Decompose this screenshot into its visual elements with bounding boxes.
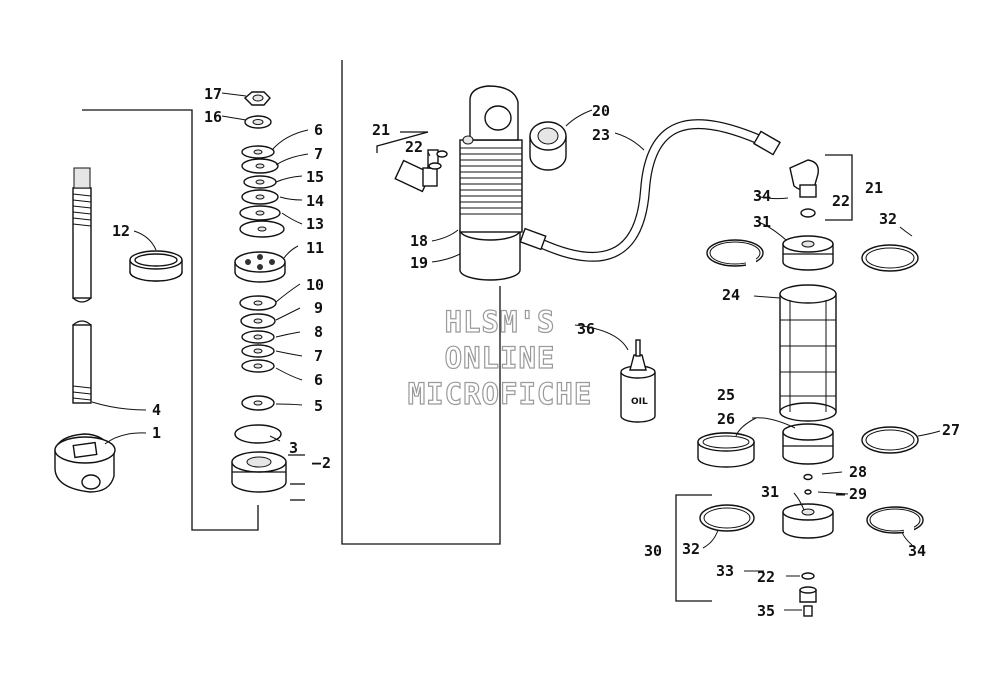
callout-2-dash: – xyxy=(312,454,322,472)
callout-23: 23 xyxy=(592,126,610,144)
callout-17: 17 xyxy=(204,85,222,103)
callout-34-upper: 34 xyxy=(753,187,771,205)
callout-26: 26 xyxy=(717,410,735,428)
callout-25: 25 xyxy=(717,386,735,404)
callout-34-lower: 34 xyxy=(908,542,926,560)
reservoir-cap-lower xyxy=(699,473,924,617)
callout-21-right: 21 xyxy=(865,179,883,197)
callout-22-left: 22 xyxy=(405,138,423,156)
callout-16: 16 xyxy=(204,108,222,126)
piston-shaft xyxy=(72,167,92,404)
callout-2: 2 xyxy=(322,454,331,472)
callout-29: 29 xyxy=(849,485,867,503)
callout-22-right: 22 xyxy=(832,192,850,210)
watermark-line-1: HLSM'S xyxy=(444,304,556,339)
callout-30: 30 xyxy=(644,542,662,560)
callout-18: 18 xyxy=(410,232,428,250)
callout-11: 11 xyxy=(306,239,324,257)
callout-15: 15 xyxy=(306,168,324,186)
reservoir-hose xyxy=(519,119,781,262)
bumper-ring xyxy=(129,250,183,282)
callout-21-left: 21 xyxy=(372,121,390,139)
callout-9: 9 xyxy=(314,299,323,317)
callout-8: 8 xyxy=(314,323,323,341)
fitting-bracket xyxy=(376,131,429,153)
callout-22-lower: 22 xyxy=(757,568,775,586)
callout-5: 5 xyxy=(314,397,323,415)
seal-head-parts xyxy=(231,395,287,493)
callout-7-lower: 7 xyxy=(314,347,323,365)
lower-shim-stack xyxy=(239,295,277,373)
snap-rings-upper xyxy=(706,239,919,272)
callout-31-upper: 31 xyxy=(753,213,771,231)
callout-6-lower: 6 xyxy=(314,371,323,389)
piston xyxy=(234,251,286,283)
floating-piston xyxy=(697,423,919,468)
callout-24: 24 xyxy=(722,286,740,304)
callout-35: 35 xyxy=(757,602,775,620)
right-bracket-lines xyxy=(675,154,853,602)
upper-shim-stack xyxy=(239,145,285,238)
center-bracket-lines xyxy=(341,60,501,545)
callout-14: 14 xyxy=(306,192,324,210)
watermark-line-2: ONLINE xyxy=(444,340,556,375)
callout-7-upper: 7 xyxy=(314,145,323,163)
callout-3: 3 xyxy=(289,439,298,457)
callout-29-dash: – xyxy=(836,485,846,503)
shaft-nut-and-washer xyxy=(243,91,272,129)
callout-36: 36 xyxy=(577,320,595,338)
callout-27: 27 xyxy=(942,421,960,439)
reservoir-cap-upper xyxy=(782,235,834,271)
callout-1: 1 xyxy=(152,424,161,442)
reservoir-body xyxy=(779,284,837,422)
callout-32-lower: 32 xyxy=(682,540,700,558)
callout-labels: 17 16 6 7 15 14 13 11 10 9 8 7 6 5 3 – 2… xyxy=(112,85,960,620)
eyelet-bushing xyxy=(529,121,567,171)
callout-13: 13 xyxy=(306,215,324,233)
oil-bottle-label: OIL xyxy=(631,397,648,407)
callout-4: 4 xyxy=(152,401,161,419)
callout-32-upper: 32 xyxy=(879,210,897,228)
callout-19: 19 xyxy=(410,254,428,272)
callout-28: 28 xyxy=(849,463,867,481)
left-bracket-lines xyxy=(82,109,305,531)
shock-body xyxy=(459,85,523,281)
callout-12: 12 xyxy=(112,222,130,240)
callout-31-lower: 31 xyxy=(761,483,779,501)
watermark-line-3: MICROFICHE xyxy=(407,376,593,411)
oil-bottle: OIL xyxy=(620,339,656,423)
body-elbow-fitting xyxy=(394,149,448,193)
callout-33: 33 xyxy=(716,562,734,580)
leader-lines xyxy=(91,92,941,611)
shaft-eyelet xyxy=(54,433,116,493)
reservoir-elbow-fitting xyxy=(789,159,819,218)
callout-10: 10 xyxy=(306,276,324,294)
callout-20: 20 xyxy=(592,102,610,120)
callout-6-upper: 6 xyxy=(314,121,323,139)
